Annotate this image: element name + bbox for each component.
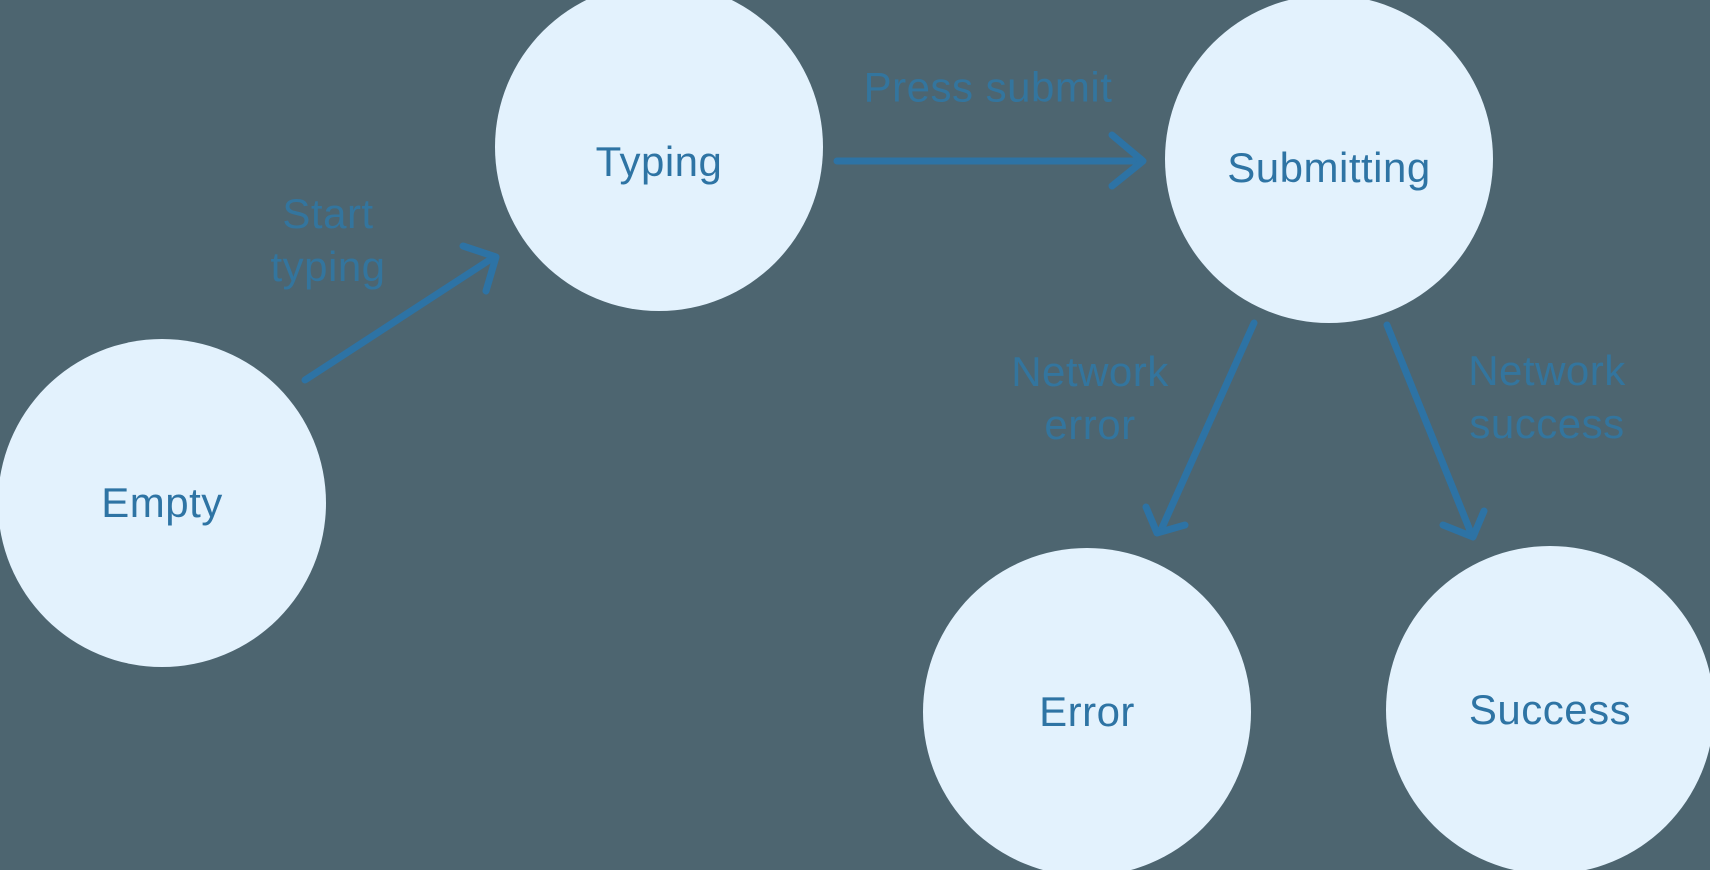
state-node-error: Error [923,548,1251,870]
edge-line [1157,319,1258,534]
state-label-empty: Empty [101,479,223,526]
edge-label-line: success [1469,400,1625,447]
edge-submitting-to-success [1383,321,1488,541]
edge-label-line: Network [1468,347,1626,394]
arrowhead-icon [1108,131,1147,190]
edge-label-line: Start [282,190,374,237]
edge-empty-to-typing [301,242,500,384]
edge-label-line: error [1044,401,1136,448]
edge-label-network-success: Network success [1468,344,1626,450]
edge-line [1383,321,1475,537]
edge-typing-to-submitting [833,131,1147,190]
edge-label-line: typing [270,243,386,290]
state-node-typing: Typing [495,0,823,311]
arrowhead-icon [459,242,500,295]
state-label-success: Success [1468,686,1632,733]
edge-label-network-error: Network error [1011,345,1169,451]
arrowhead-icon [1439,507,1488,541]
state-node-submitting: Submitting [1165,0,1493,323]
state-label-error: Error [1039,688,1135,735]
edge-submitting-to-error [1142,319,1258,537]
edge-label-line: Press submit [863,63,1113,111]
arrowhead-icon [1142,503,1189,537]
state-node-empty: Empty [0,339,326,667]
edge-label-press-submit: Press submit [864,61,1113,114]
edge-line [301,255,495,384]
edge-label-line: Network [1011,348,1169,395]
state-label-typing: Typing [595,138,723,185]
state-label-submitting: Submitting [1227,144,1431,191]
state-node-success: Success [1386,546,1710,870]
edge-label-start-typing: Start typing [270,187,385,293]
